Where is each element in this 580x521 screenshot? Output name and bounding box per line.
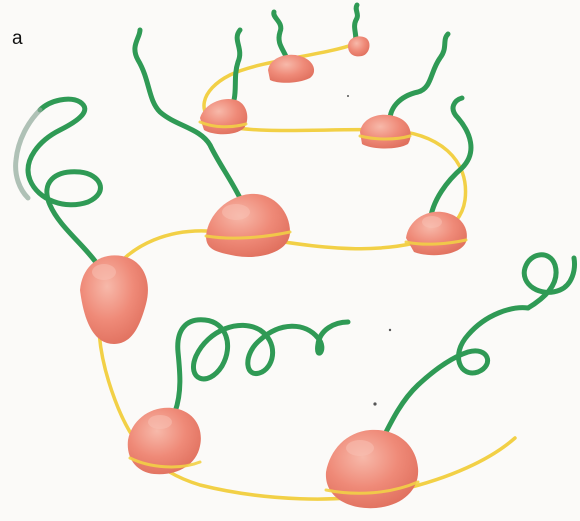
speck bbox=[373, 402, 376, 405]
polypeptide-chain-7 bbox=[28, 99, 100, 268]
ribosome-2 bbox=[268, 55, 314, 83]
ribosome-3 bbox=[200, 99, 247, 134]
ribosome-4 bbox=[360, 115, 411, 149]
polypeptide-chain-9 bbox=[382, 308, 528, 440]
speck bbox=[389, 329, 391, 331]
ribosome-highlight bbox=[346, 440, 374, 456]
polypeptide-faded-tail bbox=[16, 110, 40, 198]
polypeptide-chain-2 bbox=[274, 12, 288, 62]
polypeptide-chain-4 bbox=[390, 34, 448, 125]
ribosome-highlight bbox=[92, 264, 116, 280]
ribosome-5 bbox=[206, 194, 290, 257]
ribosome-1 bbox=[348, 36, 369, 56]
polypeptide-chain-10 bbox=[524, 255, 574, 308]
ribosome-highlight bbox=[222, 204, 250, 220]
polypeptide-chain-8 bbox=[175, 320, 348, 412]
ribosome-highlight bbox=[148, 415, 172, 429]
speck bbox=[347, 95, 349, 97]
ribosome-9 bbox=[326, 430, 418, 508]
ribosome-highlight bbox=[422, 216, 442, 228]
